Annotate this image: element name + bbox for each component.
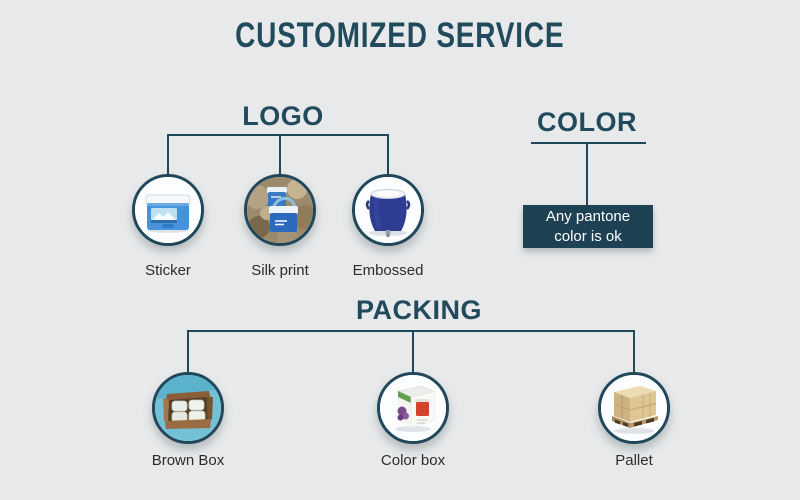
packing-tree-middle-drop-line (412, 330, 414, 373)
logo-tree-horizontal-line (168, 134, 389, 136)
packing-tree-left-drop-line (187, 330, 189, 373)
color-underline (531, 142, 646, 144)
pantone-note-text: Any pantone color is ok (545, 207, 631, 245)
embossed-photo-circle (352, 174, 424, 246)
pallet-photo-circle (598, 372, 670, 444)
page-title-wrap: CUSTOMIZED SERVICE (0, 16, 800, 56)
sticker-photo-circle (132, 174, 204, 246)
brown-box-photo-icon (155, 375, 221, 441)
logo-section-heading: LOGO (242, 101, 324, 131)
color-box-photo-icon (380, 375, 446, 441)
pallet-photo-icon (601, 375, 667, 441)
color-section-heading: COLOR (537, 107, 637, 137)
embossed-barrel-photo-icon (355, 177, 421, 243)
logo-tree-left-drop-line (167, 134, 169, 175)
packing-item-label-brown-box: Brown Box (151, 452, 225, 469)
packing-section-heading: PACKING (355, 295, 482, 325)
logo-item-label-embossed: Embossed (352, 262, 424, 279)
logo-tree-middle-drop-line (279, 134, 281, 175)
logo-item-label-silk-print: Silk print (251, 262, 309, 279)
sticker-cooler-photo-icon (135, 177, 201, 243)
brown-box-photo-circle (152, 372, 224, 444)
page-title: CUSTOMIZED SERVICE (235, 16, 565, 55)
silkprint-coolers-photo-icon (247, 177, 313, 243)
color-drop-line (586, 144, 588, 205)
color-box-photo-circle (377, 372, 449, 444)
packing-tree-right-drop-line (633, 330, 635, 373)
packing-item-label-pallet: Pallet (615, 452, 653, 469)
silk-print-photo-circle (244, 174, 316, 246)
packing-tree-horizontal-line (188, 330, 635, 332)
logo-item-label-sticker: Sticker (145, 262, 191, 279)
logo-tree-right-drop-line (387, 134, 389, 175)
pantone-note-box: Any pantone color is ok (523, 205, 653, 248)
packing-item-label-color-box: Color box (380, 452, 446, 469)
